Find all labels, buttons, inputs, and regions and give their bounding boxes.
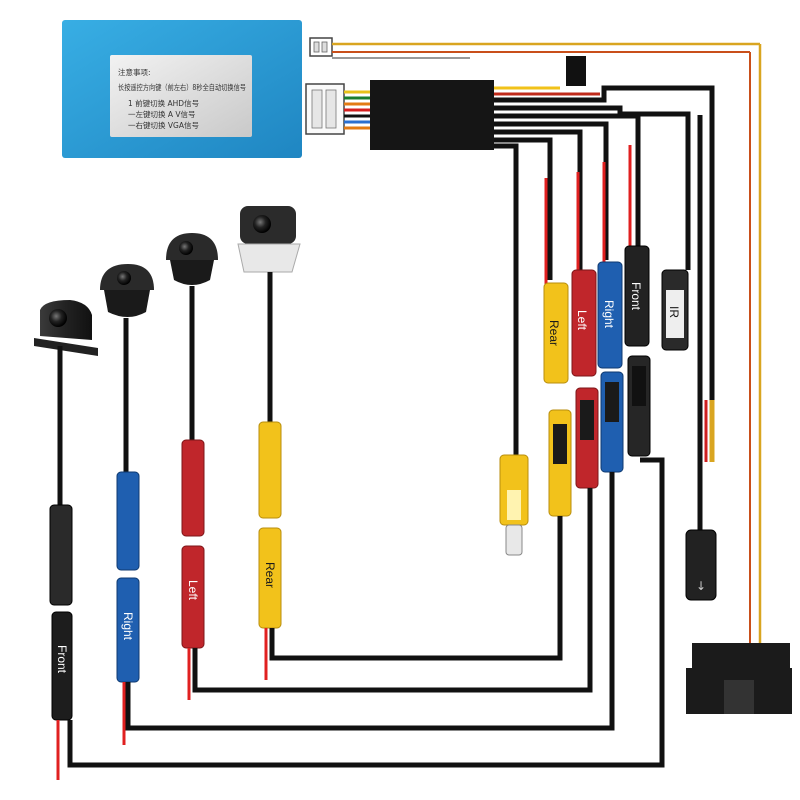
- ir-plug: IR: [661, 269, 689, 351]
- camera-front-label: Front: [55, 645, 69, 674]
- left-input-label: Left: [575, 310, 589, 331]
- label-notice-title: 注意事项:: [118, 67, 151, 77]
- red-leads-bottom: [56, 628, 268, 780]
- camera-right: [100, 264, 154, 475]
- camera-rear: [237, 206, 301, 425]
- control-box: 注意事项: 长按遥控方向键（前左右）8秒全自动切换信号 1 前键切换 AHD信号…: [62, 20, 302, 158]
- fuse-holder: [566, 56, 586, 86]
- mating-plugs: [548, 355, 651, 517]
- camera-left: [166, 233, 218, 440]
- label-line-3: 一左键切换 A V信号: [128, 109, 196, 119]
- front-input-plug: Front: [624, 245, 650, 347]
- svg-text:↓: ↓: [696, 579, 706, 593]
- camera-left-label: Left: [186, 580, 200, 601]
- left-input-plug: Left: [571, 269, 597, 377]
- rca-plug: [499, 454, 529, 556]
- multi-pin-connector: [305, 83, 372, 135]
- camera-rear-label: Rear: [263, 562, 277, 588]
- power-jack-plug: ↓: [685, 529, 717, 601]
- camera-connectors: Front Right Left Rear: [49, 421, 282, 721]
- ir-label: IR: [667, 306, 681, 318]
- red-leads-top: [544, 145, 632, 285]
- front-input-label: Front: [629, 282, 643, 311]
- rear-input-label: Rear: [547, 320, 561, 346]
- label-line-1: 长按遥控方向键（前左右）8秒全自动切换信号: [118, 82, 246, 92]
- label-line-2: 1 前键切换 AHD信号: [128, 98, 199, 108]
- right-input-label: Right: [602, 300, 616, 329]
- return-wires: [67, 457, 665, 768]
- control-box-label: [110, 55, 252, 137]
- harness-block: [370, 80, 494, 150]
- power-wires: [704, 44, 762, 650]
- obd-connector: [686, 643, 792, 714]
- rear-input-plug: Rear: [543, 282, 569, 384]
- right-input-plug: Right: [597, 261, 623, 369]
- power-connector: [309, 37, 760, 59]
- camera-front: [34, 300, 98, 510]
- harness-wires: [494, 85, 715, 530]
- label-line-4: 一右键切换 VGA信号: [128, 120, 199, 130]
- camera-right-label: Right: [121, 612, 135, 641]
